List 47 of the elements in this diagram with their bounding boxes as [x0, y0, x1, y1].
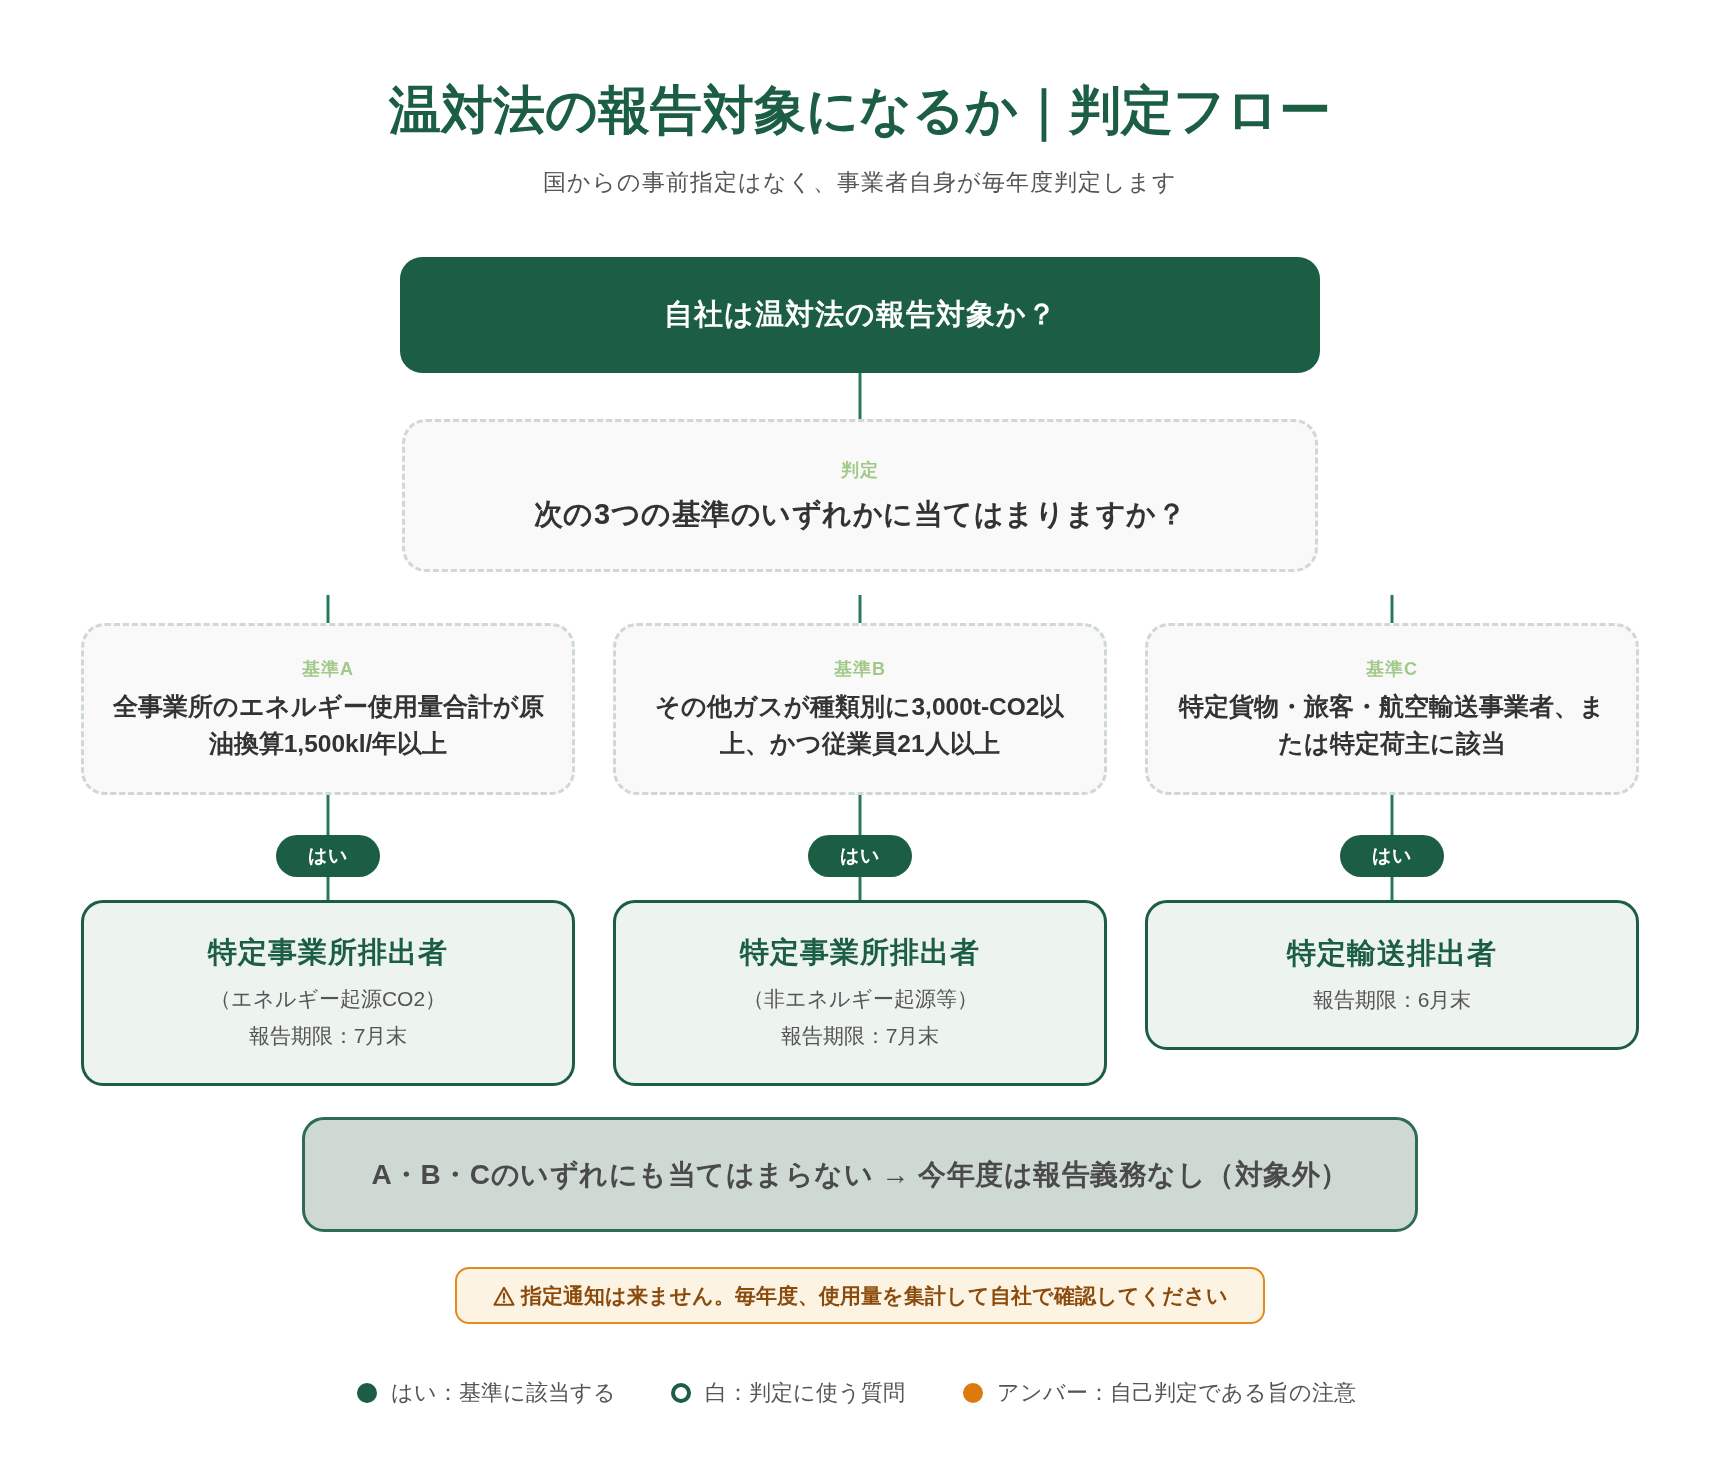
criterion-tag: 基準C: [1366, 656, 1418, 682]
result-note: 報告期限：6月末: [1312, 986, 1472, 1013]
legend-text: アンバー：自己判定である旨の注意: [997, 1379, 1356, 1407]
connector-line: [1390, 877, 1394, 900]
connector-line: [326, 877, 330, 900]
decision-box: [402, 419, 1318, 572]
yes-badge: はい: [808, 835, 912, 877]
result-note: （エネルギー起源CO2）: [209, 986, 447, 1012]
result-note: 報告期限：7月末: [780, 1023, 940, 1049]
connector-line: [858, 373, 862, 419]
result-note: （非エネルギー起源等）: [742, 986, 978, 1012]
result-note: 報告期限：7月末: [248, 1023, 408, 1049]
result-box: [1145, 900, 1639, 1050]
criterion-tag: 基準A: [302, 656, 354, 682]
start-box: [400, 257, 1320, 373]
tag-label: 判定: [841, 458, 879, 482]
connector-line: [858, 595, 862, 623]
connector-line: [326, 795, 330, 835]
connector-line: [1390, 595, 1394, 623]
connector-line: [858, 877, 862, 900]
start-question-text: 自社は温対法の報告対象か？: [663, 297, 1057, 332]
connector-line: [326, 595, 330, 623]
outcome-text: A・B・Cのいずれにも当てはまらない → 今年度は報告義務なし（対象外）: [371, 1157, 1349, 1192]
connector-line: [1390, 795, 1394, 835]
subtitle: 国からの事前指定はなく、事業者自身が毎年度判定します: [543, 168, 1177, 197]
yes-badge: はい: [276, 835, 380, 877]
result-title: 特定輸送排出者: [1287, 935, 1497, 971]
connector-line: [858, 795, 862, 835]
result-title: 特定事業所排出者: [208, 935, 448, 970]
warning-box: [455, 1267, 1265, 1324]
criterion-text: 特定貨物・旅客・航空輸送事業者、または特定荷主に該当: [1177, 692, 1606, 759]
outcome-box: [302, 1117, 1418, 1232]
criterion-box: [613, 623, 1107, 795]
result-box: [81, 900, 575, 1086]
criterion-text: その他ガスが種類別に3,000t-CO2以上、かつ従業員21人以上: [654, 692, 1066, 759]
criterion-text: 全事業所のエネルギー使用量合計が原油換算1,500kl/年以上: [112, 692, 544, 759]
criterion-box: [1145, 623, 1639, 795]
yes-badge: はい: [1340, 835, 1444, 877]
question-text: 次の3つの基準のいずれかに当てはまりますか？: [533, 496, 1187, 533]
result-title: 特定事業所排出者: [740, 935, 980, 970]
result-box: [613, 900, 1107, 1086]
page-title: 温対法の報告対象になるか｜判定フロー: [389, 76, 1331, 144]
criterion-box: [81, 623, 575, 795]
legend-text: はい：基準に該当する: [391, 1379, 616, 1407]
criterion-tag: 基準B: [834, 656, 886, 682]
legend-text: 白：判定に使う質問: [705, 1379, 905, 1407]
warning-text: 指定通知は来ません。毎年度、使用量を集計して自社で確認してください: [520, 1282, 1228, 1309]
